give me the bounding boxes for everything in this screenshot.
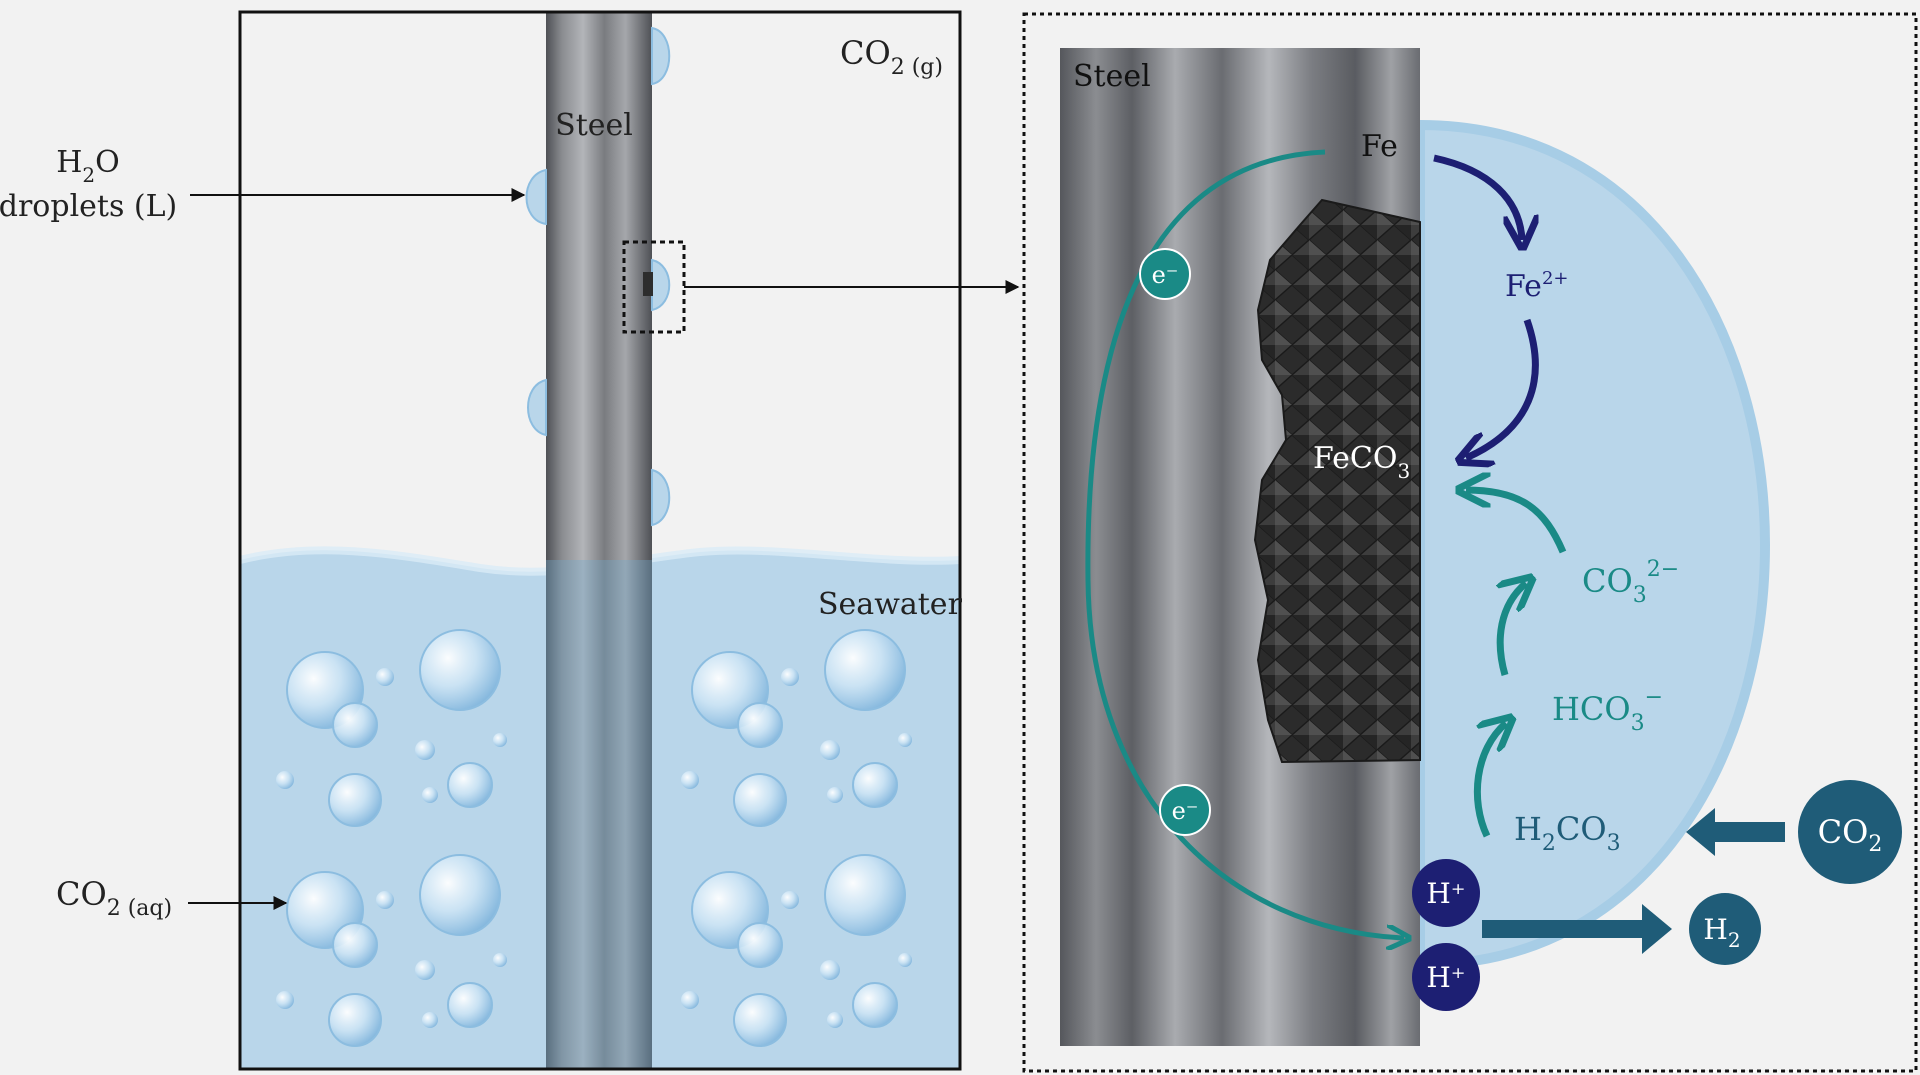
svg-text:CO2: CO2 — [1818, 813, 1883, 857]
svg-text:H⁺: H⁺ — [1426, 961, 1465, 994]
fe2-label: Fe2+ — [1505, 268, 1568, 304]
svg-text:H2: H2 — [1703, 913, 1740, 952]
svg-text:e⁻: e⁻ — [1172, 797, 1199, 825]
left-panel: Steel CO2 (g) Seawater H2O droplets (L) … — [0, 10, 1020, 1071]
hco3-label: HCO3− — [1552, 685, 1663, 736]
feco3-label: FeCO3 — [1313, 441, 1410, 483]
h2o-droplets — [525, 26, 671, 527]
proton-top: H⁺ — [1412, 859, 1480, 927]
electron-top: e⁻ — [1139, 248, 1191, 300]
right-frame — [1022, 12, 1918, 1073]
fe-label: Fe — [1361, 129, 1398, 164]
zoom-box — [622, 240, 686, 334]
gas-label: CO2 (g) — [840, 34, 943, 80]
proton-bottom: H⁺ — [1412, 943, 1480, 1011]
feco3-crust — [1253, 198, 1421, 764]
svg-text:e⁻: e⁻ — [1152, 261, 1179, 289]
h2co3-label: H2CO3 — [1514, 810, 1621, 856]
seawater-label: Seawater — [818, 587, 963, 622]
h2-molecule: H2 — [1689, 893, 1761, 965]
svg-text:H⁺: H⁺ — [1426, 877, 1465, 910]
co2-molecule: CO2 — [1798, 780, 1902, 884]
right-panel: e⁻ e⁻ H⁺ H⁺ CO2 H2 S — [1022, 12, 1918, 1073]
h2-out-arrow — [1482, 904, 1672, 954]
left-frame — [238, 10, 962, 1071]
h2o-label-line1: H2O — [56, 145, 120, 187]
h2o-label-line2: droplets (L) — [0, 189, 177, 224]
left-steel-label: Steel — [555, 108, 633, 143]
h2co3-to-hco3-arrow — [1473, 723, 1506, 838]
co2-in-arrow — [1686, 808, 1785, 856]
co3-label: CO32− — [1582, 557, 1679, 608]
electron-bottom: e⁻ — [1159, 784, 1211, 836]
hco3-to-co3-arrow — [1500, 583, 1526, 676]
fe2-to-feco3-arrow — [1466, 318, 1539, 458]
right-steel-label: Steel — [1073, 59, 1151, 94]
co2-bubbles — [276, 629, 912, 1047]
co2aq-label: CO2 (aq) — [56, 875, 172, 921]
steel-rod — [546, 12, 652, 1069]
co3-to-feco3-arrow — [1466, 490, 1567, 554]
fe-to-fe2-arrow — [1433, 154, 1522, 240]
electron-path — [1085, 149, 1404, 938]
